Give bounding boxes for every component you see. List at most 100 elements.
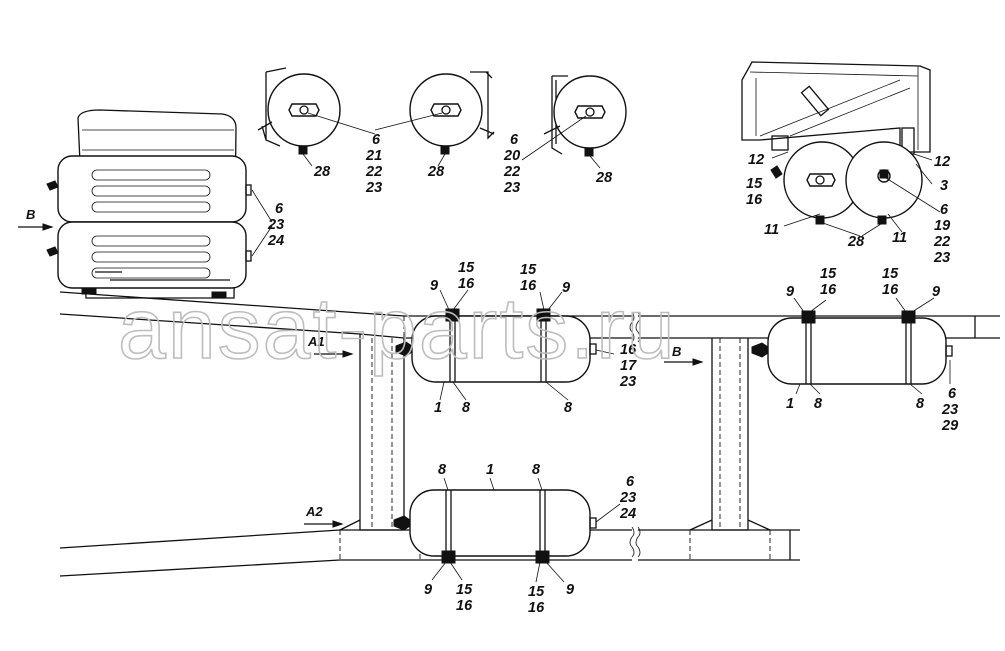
callout-cab-12-right: 12 bbox=[934, 154, 950, 170]
drain-valve-b bbox=[751, 342, 769, 358]
view-label-b-frame: B bbox=[672, 344, 681, 359]
callout-cab-12-left: 12 bbox=[748, 152, 764, 168]
view-label-a2: A2 bbox=[305, 504, 323, 519]
cab-drain-right bbox=[877, 215, 887, 225]
callout-b-16-right: 16 bbox=[882, 282, 899, 298]
tank-a1 bbox=[395, 308, 597, 383]
callout-top-single-6: 6 bbox=[510, 132, 519, 148]
callout-a2-1: 1 bbox=[486, 462, 494, 478]
callout-a2-6: 6 bbox=[626, 474, 635, 490]
tank-bracket-body bbox=[77, 109, 237, 299]
callout-a1-1: 1 bbox=[434, 400, 442, 416]
callout-a1-8-left: 8 bbox=[462, 400, 471, 416]
callout-cab-3: 3 bbox=[940, 178, 948, 194]
view-label-b-left: B bbox=[26, 207, 35, 222]
callout-left-view-23: 23 bbox=[267, 217, 284, 233]
callout-a2-23: 23 bbox=[619, 490, 636, 506]
callout-b-15-right: 15 bbox=[882, 266, 899, 282]
view-label-a1: A1 bbox=[307, 334, 325, 349]
fitting-upper bbox=[245, 184, 252, 196]
callout-b-16-left: 16 bbox=[820, 282, 837, 298]
drain-valve-a2 bbox=[393, 515, 411, 531]
callout-a1-16-right: 16 bbox=[520, 278, 537, 294]
clamp-a2-left bbox=[441, 550, 456, 564]
clamp-a2-right bbox=[535, 550, 550, 564]
callout-left-view-24: 24 bbox=[267, 233, 284, 249]
callout-a1-9-left: 9 bbox=[430, 278, 438, 294]
top-circular-tank-pair bbox=[257, 67, 495, 167]
clamp-a1-left bbox=[445, 308, 460, 322]
callout-cab-15: 15 bbox=[746, 176, 763, 192]
callout-top-pair-right: 28 bbox=[427, 164, 445, 180]
cab-drain-left bbox=[815, 215, 825, 225]
callout-a1-8-right: 8 bbox=[564, 400, 573, 416]
callout-b-9-right: 9 bbox=[932, 284, 940, 300]
callout-b-29: 29 bbox=[941, 418, 958, 434]
callout-b-8-right: 8 bbox=[916, 396, 925, 412]
callout-cab-11-left: 11 bbox=[764, 222, 779, 238]
tank-a2 bbox=[393, 489, 597, 564]
drain-valve-upper bbox=[46, 180, 59, 191]
callout-a1-9-right: 9 bbox=[562, 280, 570, 296]
drain-valve-a1 bbox=[395, 341, 413, 357]
callout-cab-6: 6 bbox=[940, 202, 949, 218]
callout-top-pair-6: 6 bbox=[372, 132, 381, 148]
callout-b-9-left: 9 bbox=[786, 284, 794, 300]
callout-top-pair-23: 23 bbox=[365, 180, 382, 196]
callout-top-single-23: 23 bbox=[503, 180, 520, 196]
callout-cab-28: 28 bbox=[847, 234, 865, 250]
leader-left-view: 6 23 24 bbox=[251, 189, 284, 257]
callout-a1-23-end: 23 bbox=[619, 374, 636, 390]
callout-a1-15-right: 15 bbox=[520, 262, 537, 278]
tank-b bbox=[751, 310, 953, 385]
callout-a2-8-right: 8 bbox=[532, 462, 541, 478]
callout-a2-8-left: 8 bbox=[438, 462, 447, 478]
callout-a2-24: 24 bbox=[619, 506, 636, 522]
callout-cab-16: 16 bbox=[746, 192, 763, 208]
cylindrical-tank-a2 bbox=[409, 489, 591, 557]
fitting-b bbox=[945, 345, 953, 357]
callout-top-single-20: 20 bbox=[503, 148, 520, 164]
callout-a2-9-right: 9 bbox=[566, 582, 574, 598]
cylindrical-tank-b bbox=[767, 317, 947, 385]
arrow-view-a1: A1 bbox=[307, 334, 354, 358]
drain-valve-lower bbox=[46, 246, 59, 257]
callout-b-1: 1 bbox=[786, 396, 794, 412]
fitting-a1 bbox=[589, 343, 597, 355]
callout-top-single-22: 22 bbox=[503, 164, 520, 180]
drain-plug-single bbox=[584, 147, 594, 157]
bracket-right bbox=[470, 71, 495, 140]
callout-cab-19: 19 bbox=[934, 218, 950, 234]
cab-valve bbox=[770, 165, 783, 179]
arrow-view-b-left: B bbox=[18, 207, 54, 231]
watermark: ansat-parts.ru bbox=[118, 281, 677, 377]
arrow-view-b-frame: B bbox=[664, 344, 704, 366]
callout-a2-16-right: 16 bbox=[528, 600, 545, 616]
bracket-left bbox=[261, 67, 287, 147]
callout-top-pair-21: 21 bbox=[365, 148, 382, 164]
callout-cab-11-right: 11 bbox=[892, 230, 907, 246]
callout-left-view-6: 6 bbox=[275, 201, 284, 217]
callout-b-8-left: 8 bbox=[814, 396, 823, 412]
cab-assembly bbox=[741, 61, 941, 237]
callout-b-6: 6 bbox=[948, 386, 957, 402]
top-circular-tank-single bbox=[521, 75, 627, 169]
callout-a2-15-left: 15 bbox=[456, 582, 473, 598]
fitting-a2 bbox=[589, 517, 597, 529]
callout-a2-9-left: 9 bbox=[424, 582, 432, 598]
callout-b-15-left: 15 bbox=[820, 266, 837, 282]
callout-cab-23: 23 bbox=[933, 250, 950, 266]
callout-a1-17-end: 17 bbox=[620, 358, 637, 374]
battery-box bbox=[741, 61, 931, 153]
callout-a1-16-left: 16 bbox=[458, 276, 475, 292]
arrow-view-a2: A2 bbox=[304, 504, 344, 528]
fitting-lower bbox=[245, 250, 252, 262]
callout-a2-16-left: 16 bbox=[456, 598, 473, 614]
callout-a1-15-left: 15 bbox=[458, 260, 475, 276]
drain-plug-right bbox=[440, 145, 450, 155]
callout-b-23: 23 bbox=[941, 402, 958, 418]
drain-plug-left bbox=[298, 145, 308, 155]
callout-a2-15-right: 15 bbox=[528, 584, 545, 600]
